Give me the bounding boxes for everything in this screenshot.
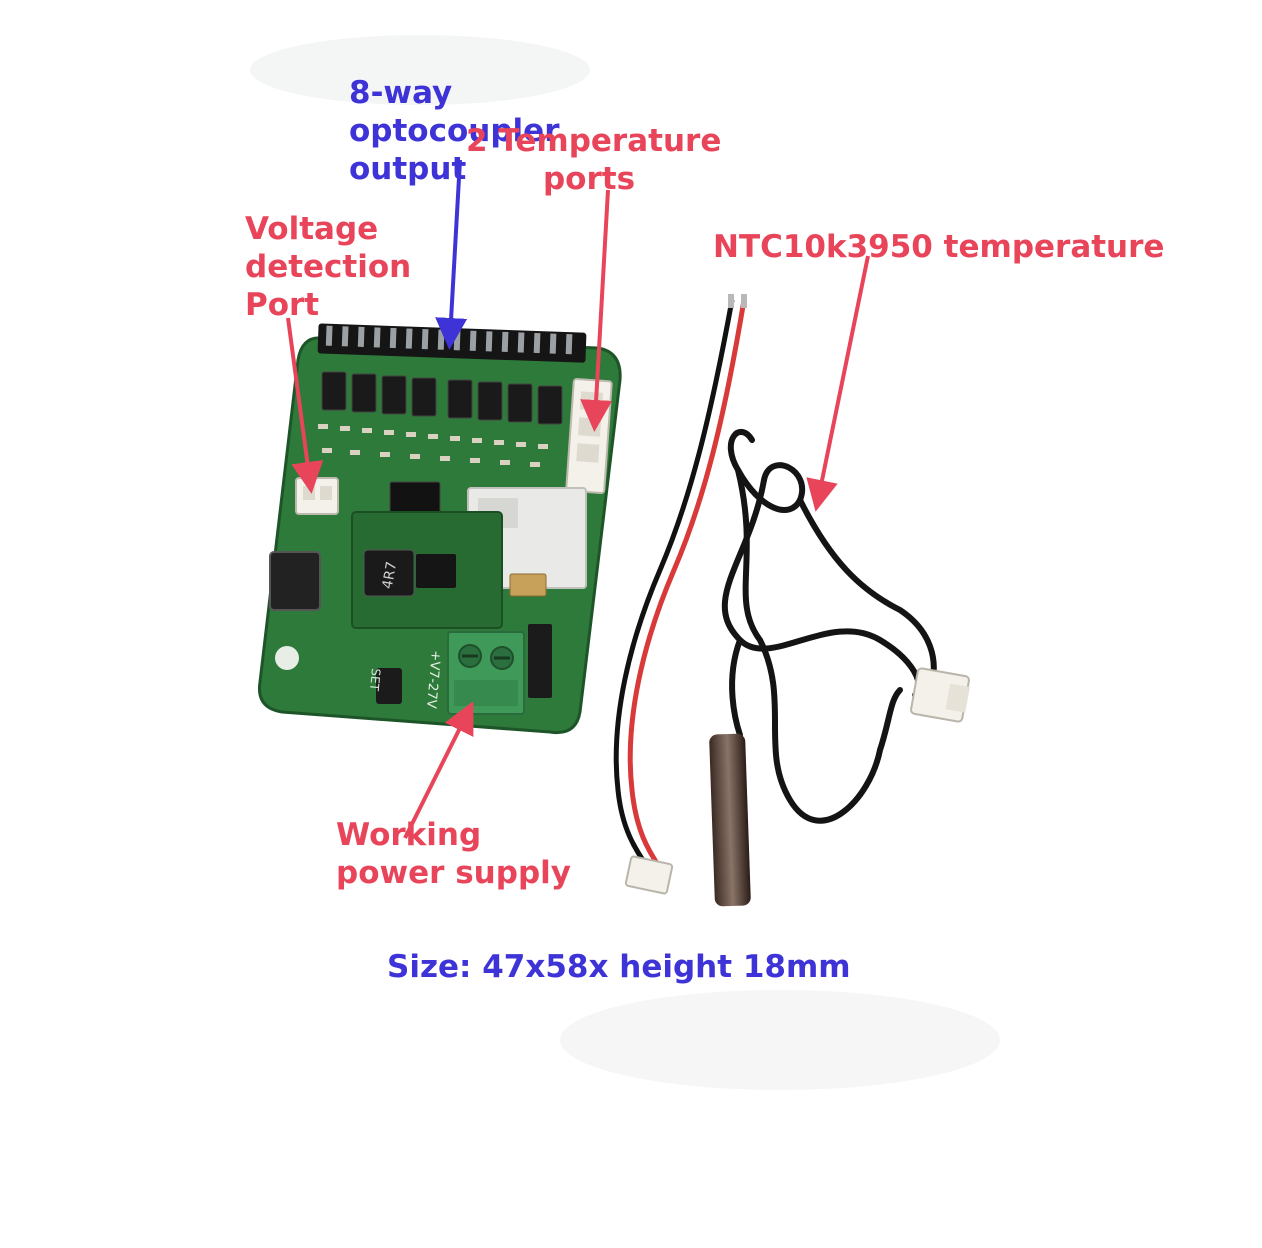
voltage-detection-arrow	[286, 317, 324, 494]
background-shadow	[560, 990, 1000, 1090]
temperature-ports-label: 2 Temperature ports	[466, 123, 722, 197]
side-header	[528, 624, 552, 698]
cable-connector	[624, 855, 674, 895]
set-marking: SET	[367, 668, 383, 692]
background-shadow	[250, 35, 590, 105]
optocoupler-arrow	[435, 159, 468, 350]
inductor	[363, 549, 415, 597]
ntc-probe	[709, 733, 751, 907]
temperature-ports-arrow	[580, 189, 613, 432]
smd-components	[318, 424, 548, 467]
terminal-marking: +V7-27V	[423, 650, 443, 709]
optocoupler-label: 8-way optocoupler output	[349, 75, 560, 187]
regulator-chip	[416, 554, 456, 588]
ntc-sensor-label: NTC10k3950 temperature	[713, 229, 1165, 265]
reset-button	[269, 551, 321, 611]
ntc-connector	[910, 667, 970, 723]
red-black-cable	[613, 294, 747, 870]
mount-hole	[275, 646, 299, 670]
power-terminal-block	[447, 631, 525, 715]
voltage-detection-connector	[295, 477, 339, 515]
power-supply-arrow	[403, 701, 474, 839]
inductor-marking: 4R7	[380, 560, 401, 590]
size-label: Size: 47x58x height 18mm	[387, 949, 851, 985]
optocoupler-chips	[321, 371, 563, 425]
ntc-sensor-arrow	[806, 255, 870, 512]
set-button	[376, 668, 402, 704]
voltage-detection-label: Voltage detection Port	[245, 211, 412, 323]
pcb-board: 4R7 SET +V7-27V	[257, 323, 622, 735]
crystal	[509, 573, 547, 597]
power-supply-label: Working power supply	[336, 817, 571, 891]
ntc-sensor-cable	[721, 429, 937, 824]
temperature-port-connector	[565, 378, 613, 494]
